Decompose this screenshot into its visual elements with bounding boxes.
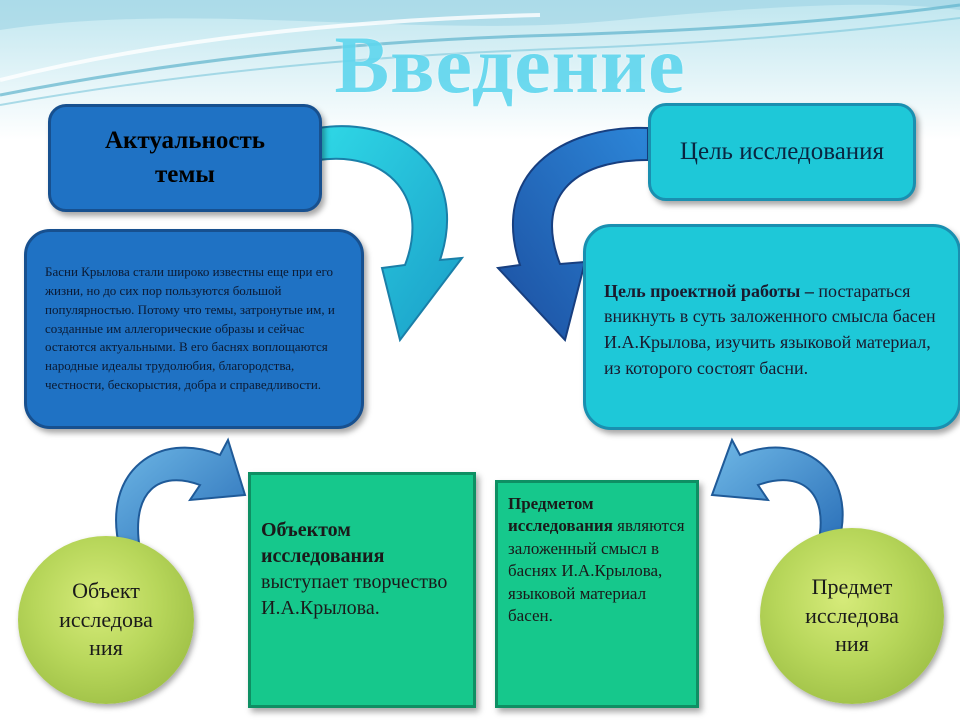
arrow-object: [115, 437, 247, 551]
arrow-relevance: [317, 125, 465, 343]
subject-circle: Предмет исследова ния: [760, 528, 944, 704]
subject-text-bold: Предметом исследования: [508, 494, 613, 536]
object-text: выступает творчество И.А.Крылова.: [261, 571, 448, 619]
relevance-heading: Актуальность темы: [104, 127, 266, 188]
relevance-text: Басни Крылова стали широко известны еще …: [45, 264, 335, 393]
object-circle-label: Объект исследова ния: [59, 578, 153, 661]
object-circle: Объект исследова ния: [18, 536, 194, 704]
relevance-text-box: Басни Крылова стали широко известны еще …: [24, 229, 364, 429]
subject-text-box: Предметом исследования являются заложенн…: [495, 480, 699, 708]
goal-text-bold: Цель проектной работы –: [604, 280, 814, 301]
subject-circle-label: Предмет исследова ния: [805, 574, 899, 657]
goal-text-box: Цель проектной работы – постараться вник…: [583, 224, 960, 430]
relevance-heading-box: Актуальность темы: [48, 104, 322, 212]
arrow-goal: [495, 126, 649, 343]
goal-text: постараться вникнуть в суть заложенного …: [604, 280, 936, 378]
goal-heading-box: Цель исследования: [648, 103, 916, 201]
object-text-bold: Объектом исследования: [261, 519, 385, 567]
subject-text: являются заложенный смысл в баснях И.А.К…: [508, 516, 685, 626]
goal-heading: Цель исследования: [679, 137, 885, 165]
object-text-box: Объектом исследования выступает творчест…: [248, 472, 476, 708]
slide-title: Введение: [334, 19, 686, 110]
arrow-subject: [710, 437, 844, 546]
